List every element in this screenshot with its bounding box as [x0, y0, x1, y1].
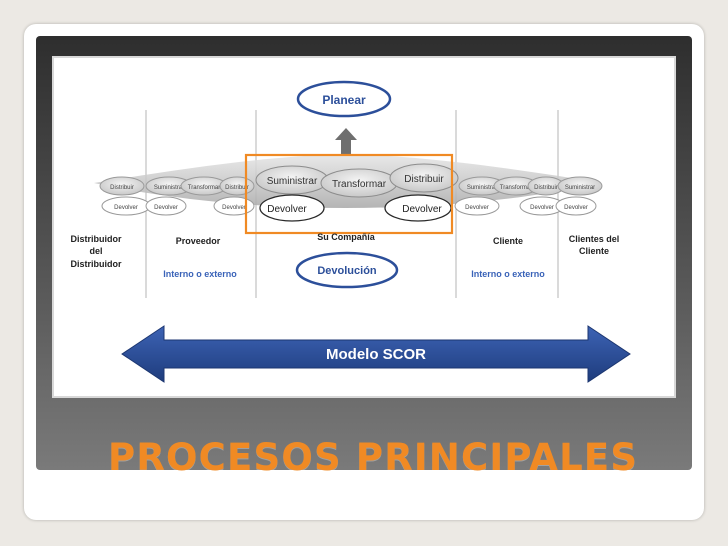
col-clientes-line2: Cliente: [579, 246, 609, 256]
interno-externo-left: Interno o externo: [163, 269, 237, 279]
devolver-left-ellipse: [259, 194, 325, 222]
devolver-left-label: Devolver: [267, 204, 307, 215]
devolver-right-label: Devolver: [402, 204, 442, 215]
small-ellipse: [555, 196, 597, 216]
planear-label: Planear: [322, 93, 366, 107]
small-ellipse: [454, 196, 500, 216]
small-suministrar-3: Suministrar: [565, 185, 595, 191]
col-distribuidor-line1: Distribuidor: [71, 234, 122, 244]
transformar-label: Transformar: [332, 179, 387, 190]
slide-title: PROCESOS PRINCIPALES: [108, 436, 639, 479]
small-ellipse: [213, 196, 255, 216]
col-distribuidor-line2: del: [89, 246, 102, 256]
small-transformar-2: Transformar: [500, 185, 532, 191]
small-distribuir-3: Distribuir: [534, 185, 558, 191]
small-devolver-3: Devolver: [222, 205, 246, 211]
small-devolver-4: Devolver: [465, 205, 489, 211]
distribuir-label: Distribuir: [404, 174, 444, 185]
col-proveedor: Proveedor: [176, 236, 221, 246]
small-ellipse: [145, 196, 187, 216]
small-ellipse: [557, 176, 603, 196]
small-suministrar-2: Suministrar: [467, 185, 497, 191]
small-devolver-2: Devolver: [154, 205, 178, 211]
modelo-scor-arrow: [121, 325, 631, 383]
small-devolver-6: Devolver: [564, 205, 588, 211]
small-distribuir-2: Distribuir: [225, 185, 249, 191]
interno-externo-right: Interno o externo: [471, 269, 545, 279]
small-transformar-1: Transformar: [188, 185, 220, 191]
suministrar-label: Suministrar: [267, 176, 318, 187]
devolucion-label: Devolución: [317, 265, 377, 277]
highlight-box: [244, 153, 454, 235]
small-devolver-1: Devolver: [114, 205, 138, 211]
small-distribuir-1: Distribuir: [110, 185, 134, 191]
col-compania: Su Compañía: [317, 232, 376, 242]
small-devolver-5: Devolver: [530, 205, 554, 211]
small-ellipse: [99, 176, 145, 196]
devolucion-ellipse: [295, 251, 399, 289]
col-cliente: Cliente: [493, 236, 523, 246]
planear-ellipse: [296, 80, 392, 118]
up-arrow: [335, 128, 357, 154]
modelo-scor-label: Modelo SCOR: [326, 346, 426, 363]
small-suministrar-1: Suministrar: [154, 185, 184, 191]
distribuir-ellipse: [389, 163, 459, 193]
col-distribuidor-line3: Distribuidor: [71, 259, 122, 269]
col-clientes-line1: Clientes del: [569, 234, 620, 244]
scor-diagram: Planear Distribuir Suministrar Transform…: [52, 56, 676, 398]
